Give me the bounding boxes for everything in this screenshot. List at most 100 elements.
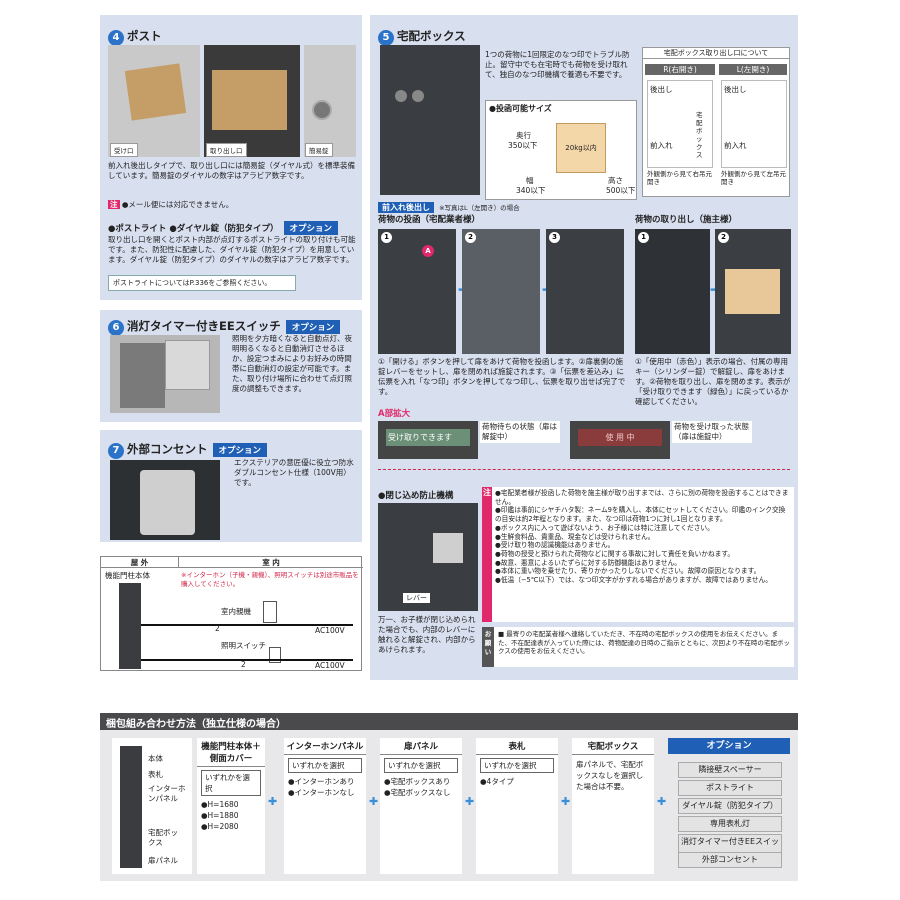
combo-col-door: 扉パネル いずれかを選択 ●宅配ボックスあり ●宅配ボックスなし xyxy=(380,738,462,874)
option-item: 専用表札灯 xyxy=(678,816,782,832)
ac-label-1: AC100V xyxy=(315,626,345,635)
switch-photo xyxy=(110,335,220,413)
section-number: 5 xyxy=(378,30,394,46)
col-head: 扉パネル xyxy=(380,738,462,755)
delivery-box-photo xyxy=(380,45,480,195)
height-label: 高さ xyxy=(608,176,623,185)
wiring-diagram: 屋 外 室 内 機能門柱本体 ※インターホン（子機・親機）、照明スイッチは別途市… xyxy=(100,556,363,671)
label-plate xyxy=(433,533,463,563)
section-title-text: 宅配ボックス xyxy=(397,29,466,43)
l-diagram: 後出し 前入れ xyxy=(721,80,787,168)
outlet-photo xyxy=(110,460,220,540)
col-select: いずれかを選択 xyxy=(384,758,458,773)
post-photo-back xyxy=(204,45,300,157)
takeout-title: 宅配ボックス取り出し口について xyxy=(643,48,789,59)
col-select: いずれかを選択 xyxy=(288,758,362,773)
r-caption: 外観側から見て右吊元開き xyxy=(647,170,712,186)
option-item: 隣接壁スペーサー xyxy=(678,762,782,778)
post-note: 注 ●メール便には対応できません。 xyxy=(108,200,233,210)
combo-col-intercom: インターホンパネル いずれかを選択 ●インターホンあり ●インターホンなし xyxy=(284,738,366,874)
combo-title: 梱包組み合わせ方法（独立仕様の場合） xyxy=(100,713,798,730)
l-label: L(左開き) xyxy=(719,64,787,75)
lock-title: ●閉じ込め防止機構 xyxy=(378,491,454,501)
box-label: 宅配ボックス xyxy=(696,111,703,159)
section-title-text: 消灯タイマー付きEEスイッチ xyxy=(127,319,281,333)
post-description: 前入れ後出しタイプで、取り出し口には簡易錠（ダイヤル式）を標準装備しています。簡… xyxy=(108,161,355,180)
lock-description: 万一、お子様が閉じ込められた場合でも、内部のレバーに触れると解錠され、内部からあ… xyxy=(378,615,476,654)
size-box: ●投函可能サイズ 20kg以内 奥行 350以下 幅 340以下 高さ 500以… xyxy=(485,100,637,200)
request-text: ■ 最寄りの宅配業者様へ連絡していただき、不在時の宅配ボックスの使用をお伝えくだ… xyxy=(498,630,790,655)
col-head: 機能門柱本体＋側面カバー xyxy=(197,738,265,767)
front-in-label: 前入れ xyxy=(650,141,673,150)
lock-photo: レバー xyxy=(378,503,478,611)
col-item: 扉パネルで、宅配ボックスなしを選択した場合は不要。 xyxy=(576,760,644,791)
plus-icon: ✚ xyxy=(465,795,475,808)
marker-a: A xyxy=(422,245,434,257)
step-photo-5: 2 xyxy=(715,229,791,354)
front-in-label: 前入れ xyxy=(724,141,747,150)
box-description: 1つの荷物に1回限定のなつ印でトラブル防止。留守中でも在宅時でも荷物を受け取れて… xyxy=(485,50,630,79)
right-flow-text: ①「使用中（赤色）」表示の場合、付属の専用キー（シリンダー錠）で解錠し、扉をあけ… xyxy=(635,357,791,406)
unit-label-body: 本体 xyxy=(148,754,163,763)
zoom-title: A部拡大 xyxy=(378,409,411,419)
warning-box: 注 ●宅配業者様が投函した荷物を施主様が取り出すまでは、さらに別の荷物を投函する… xyxy=(482,487,794,622)
right-flow-title: 荷物の取り出し（施主様） xyxy=(635,215,738,225)
r-diagram: 後出し 前入れ 宅配ボックス xyxy=(647,80,713,168)
takeout-diagram: 宅配ボックス取り出し口について R(右開き) L(左開き) 後出し 前入れ 宅配… xyxy=(642,47,790,197)
ready-text: 受け取りできます xyxy=(386,429,470,446)
col-select: いずれかを選択 xyxy=(480,758,554,773)
combo-col-nameplate: 表札 いずれかを選択 ●4タイプ xyxy=(476,738,558,874)
warning-list: ●宅配業者様が投函した荷物を施主様が取り出すまでは、さらに別の荷物を投函すること… xyxy=(495,489,791,585)
depth-label: 奥行 xyxy=(516,131,531,140)
package-illustration xyxy=(725,269,780,314)
photo-note: ※写真はL（左開き）の場合 xyxy=(439,204,520,212)
option-badge: オプション xyxy=(212,443,268,457)
back-out-label: 後出し xyxy=(650,85,673,94)
col-item: ●H=2080 xyxy=(201,822,239,831)
warning-item: ●印鑑は事前にシヤチハタ製：ネーム9を購入し、本体にセットしてください。印鑑のイ… xyxy=(495,506,786,524)
depth-value: 350以下 xyxy=(508,141,538,150)
warning-item: ●低温（−5℃以下）では、なつ印文字がかすれる場合がありますが、故障ではありませ… xyxy=(495,576,772,585)
request-box: お願い ■ 最寄りの宅配業者様へ連絡していただき、不在時の宅配ボックスの使用をお… xyxy=(482,627,794,667)
step-photo-2: 2 xyxy=(462,229,540,354)
left-flow-text: ①「開ける」ボタンを押して扉をあけて荷物を投函します。②扉裏側の施錠レバーをセッ… xyxy=(378,357,626,396)
plus-icon: ✚ xyxy=(268,795,278,808)
section-number: 6 xyxy=(108,320,124,336)
r-label: R(右開き) xyxy=(645,64,715,75)
in-use-text: 使 用 中 xyxy=(578,429,662,446)
col-head: インターホンパネル xyxy=(284,738,366,755)
switch-description: 照明を夕方暗くなると自動点灯、夜明明るくなると自動消灯させるほか、設定つまみによ… xyxy=(232,334,352,393)
col-item: ●H=1680 xyxy=(201,800,239,809)
note-text: ●メール便には対応できません。 xyxy=(121,200,234,209)
unit-label: 機能門柱本体 xyxy=(105,571,150,580)
step-number: 3 xyxy=(549,232,560,243)
step-photo-1: 1 A xyxy=(378,229,456,354)
display-ready: 受け取りできます xyxy=(378,421,478,459)
size-title: ●投函可能サイズ xyxy=(489,104,552,113)
combo-options: オプション 隣接壁スペーサー ポストライト ダイヤル錠（防犯タイプ） 専用表札灯… xyxy=(668,738,790,874)
section-title-text: 外部コンセント xyxy=(127,442,208,456)
intercom-label: 室内親機 xyxy=(221,607,251,616)
col-item: ●H=1880 xyxy=(201,811,239,820)
outside-header: 屋 外 xyxy=(101,557,179,568)
warning-item: ●宅配業者様が投函した荷物を施主様が取り出すまでは、さらに別の荷物を投函すること… xyxy=(495,489,789,506)
package-illustration xyxy=(556,123,606,173)
warning-item: ●生鮮食料品、貴重品、現金などは受けられません。 xyxy=(495,532,655,541)
intercom-icon xyxy=(263,601,277,623)
warning-item: ●本体に重い物を乗せたり、寄りかかったりしないでください。故障の原因となります。 xyxy=(495,567,761,576)
option-badge: オプション xyxy=(283,221,339,235)
step-number: 1 xyxy=(381,232,392,243)
col-select: いずれかを選択 xyxy=(201,770,261,796)
col-head: 宅配ボックス xyxy=(572,738,654,755)
divider xyxy=(378,469,790,470)
wire-count-1: 2 xyxy=(215,624,220,633)
warning-item: ●受け取り物の認識機能はありません。 xyxy=(495,541,615,550)
option-item: ダイヤル錠（防犯タイプ） xyxy=(678,798,782,814)
step-photo-3: 3 xyxy=(546,229,624,354)
unit-label-intercom: インターホンパネル xyxy=(148,784,186,803)
warning-item: ●荷物の授受と預けられた荷物などに関する事故に対して責任を負いかねます。 xyxy=(495,549,735,558)
